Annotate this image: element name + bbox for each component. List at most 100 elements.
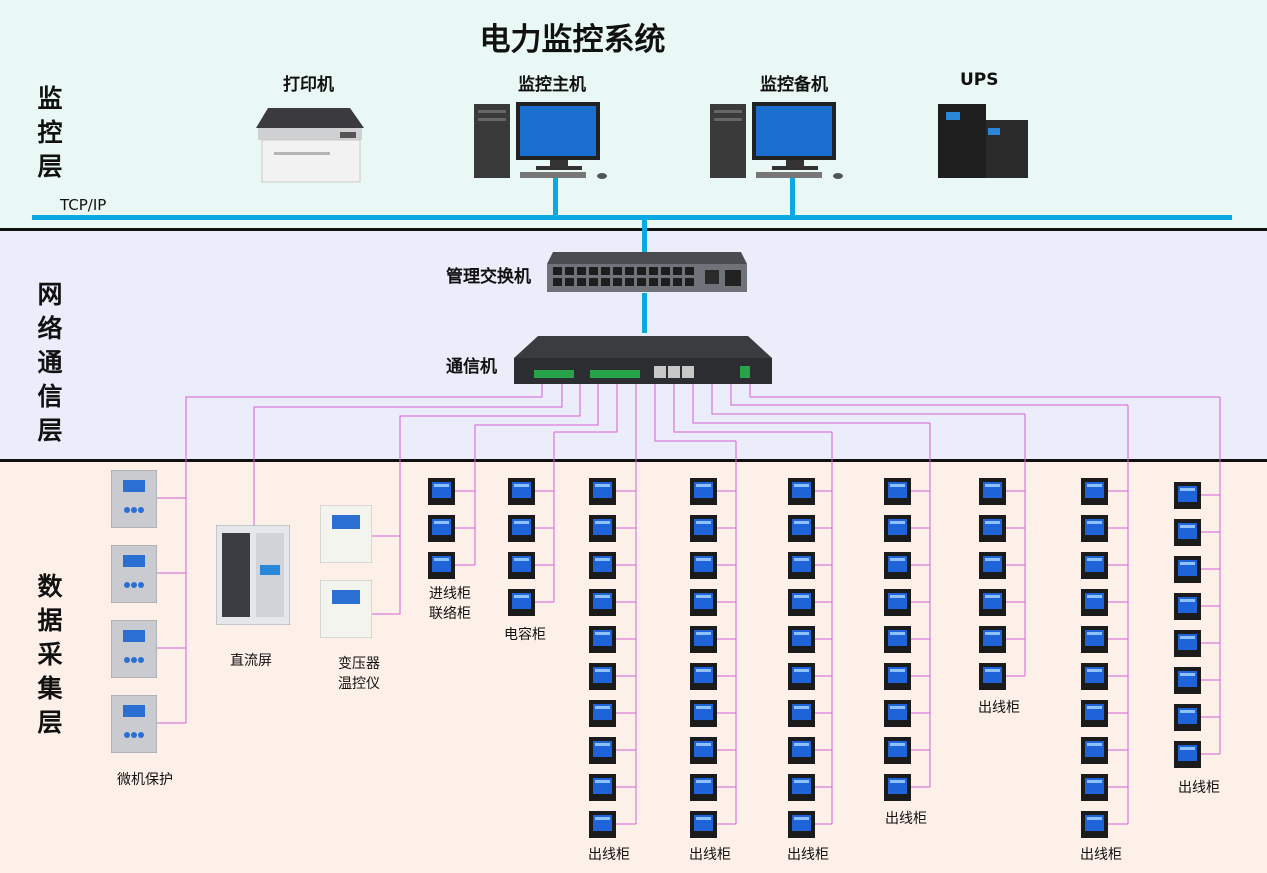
tie-cabinet-label: 联络柜 xyxy=(429,606,471,622)
power-meter-icon xyxy=(788,811,815,838)
power-meter-icon xyxy=(1174,519,1201,546)
power-meter-icon xyxy=(788,700,815,727)
outgoing-cabinet-label: 出线柜 xyxy=(1178,780,1220,796)
relay-trunk-wire xyxy=(185,384,543,498)
switch-port xyxy=(637,267,646,275)
switch-port xyxy=(565,267,574,275)
power-meter-icon xyxy=(1174,630,1201,657)
power-meter-icon xyxy=(690,626,717,653)
layer-label-network: 网络通信层 xyxy=(37,280,63,445)
power-meter-icon xyxy=(884,626,911,653)
power-meter-icon xyxy=(690,737,717,764)
power-meter-icon xyxy=(788,552,815,579)
transformer-controller-icon-2 xyxy=(319,579,373,639)
collect-layer-band xyxy=(0,462,1267,873)
power-meter-icon xyxy=(1081,552,1108,579)
column-trunk-wire xyxy=(654,384,736,442)
switch-port xyxy=(553,267,562,275)
power-meter-icon xyxy=(1081,774,1108,801)
power-meter-icon xyxy=(690,589,717,616)
power-meter-icon xyxy=(979,515,1006,542)
power-meter-icon xyxy=(1174,482,1201,509)
outgoing-cabinet-label: 出线柜 xyxy=(885,811,927,827)
outgoing-cabinet-label: 出线柜 xyxy=(1080,847,1122,863)
switch-port xyxy=(613,278,622,286)
power-meter-icon xyxy=(690,515,717,542)
power-meter-icon xyxy=(428,478,455,505)
power-meter-icon xyxy=(589,737,616,764)
power-meter-icon xyxy=(1081,478,1108,505)
power-meter-icon xyxy=(979,663,1006,690)
incoming-cabinet-label: 进线柜 xyxy=(429,586,471,602)
power-meter-icon xyxy=(589,589,616,616)
power-meter-icon xyxy=(1174,556,1201,583)
relay-protection-device-icon xyxy=(110,694,158,754)
column-trunk-wire xyxy=(730,384,1128,406)
power-meter-icon xyxy=(690,552,717,579)
backup-host-computer-icon xyxy=(710,100,850,182)
power-meter-icon xyxy=(589,478,616,505)
dc-panel-wire xyxy=(253,384,563,525)
power-meter-icon xyxy=(979,626,1006,653)
printer-label: 打印机 xyxy=(283,75,334,95)
switch-port xyxy=(577,267,586,275)
power-meter-icon xyxy=(1081,515,1108,542)
managed-switch-icon xyxy=(545,250,749,294)
power-meter-icon xyxy=(1081,626,1108,653)
diagram-title: 电力监控系统 xyxy=(479,22,666,58)
switch-port xyxy=(553,278,562,286)
layer-separator xyxy=(0,228,1267,231)
transformer-label-line1: 变压器 xyxy=(338,656,380,672)
power-meter-icon xyxy=(884,589,911,616)
switch-port xyxy=(637,278,646,286)
switch-label: 管理交换机 xyxy=(446,267,531,287)
relay-protection-device-icon xyxy=(110,469,158,529)
power-meter-icon xyxy=(788,663,815,690)
communication-manager-icon xyxy=(512,334,774,386)
power-meter-icon xyxy=(589,811,616,838)
ups-icon xyxy=(936,100,1030,180)
dc-panel-label: 直流屏 xyxy=(230,653,272,669)
power-meter-icon xyxy=(979,589,1006,616)
dc-panel-icon xyxy=(215,524,291,626)
column-trunk-wire xyxy=(673,384,832,433)
comm-label: 通信机 xyxy=(446,357,497,377)
switch-port xyxy=(625,278,634,286)
column-trunk-wire xyxy=(554,384,618,433)
switch-port xyxy=(661,267,670,275)
power-meter-icon xyxy=(979,552,1006,579)
tcpip-bus xyxy=(32,215,1232,220)
main-host-computer-icon xyxy=(474,100,614,182)
layer-separator xyxy=(0,459,1267,462)
power-meter-icon xyxy=(589,774,616,801)
switch-port xyxy=(649,278,658,286)
switch-to-comm xyxy=(642,293,647,333)
backup-host-label: 监控备机 xyxy=(760,75,828,95)
switch-port xyxy=(673,278,682,286)
power-meter-icon xyxy=(589,700,616,727)
column-trunk-wire xyxy=(749,384,1220,398)
power-meter-icon xyxy=(884,737,911,764)
power-meter-icon xyxy=(1081,700,1108,727)
ups-label: UPS xyxy=(960,70,999,90)
power-meter-icon xyxy=(690,478,717,505)
power-meter-icon xyxy=(884,663,911,690)
column-trunk-wire xyxy=(692,384,930,424)
power-meter-icon xyxy=(979,478,1006,505)
switch-port xyxy=(565,278,574,286)
switch-port xyxy=(589,267,598,275)
power-meter-icon xyxy=(690,774,717,801)
power-meter-icon xyxy=(428,515,455,542)
power-meter-icon xyxy=(1081,589,1108,616)
power-meter-icon xyxy=(1174,704,1201,731)
main-host-label: 监控主机 xyxy=(518,75,586,95)
outgoing-cabinet-label: 出线柜 xyxy=(689,847,731,863)
switch-port xyxy=(613,267,622,275)
power-meter-icon xyxy=(788,478,815,505)
switch-port xyxy=(577,278,586,286)
transformer-wire xyxy=(372,535,401,615)
switch-port xyxy=(661,278,670,286)
switch-port xyxy=(601,267,610,275)
bus-drop-backup xyxy=(790,178,795,218)
capacitor-cabinet-label: 电容柜 xyxy=(504,627,546,643)
